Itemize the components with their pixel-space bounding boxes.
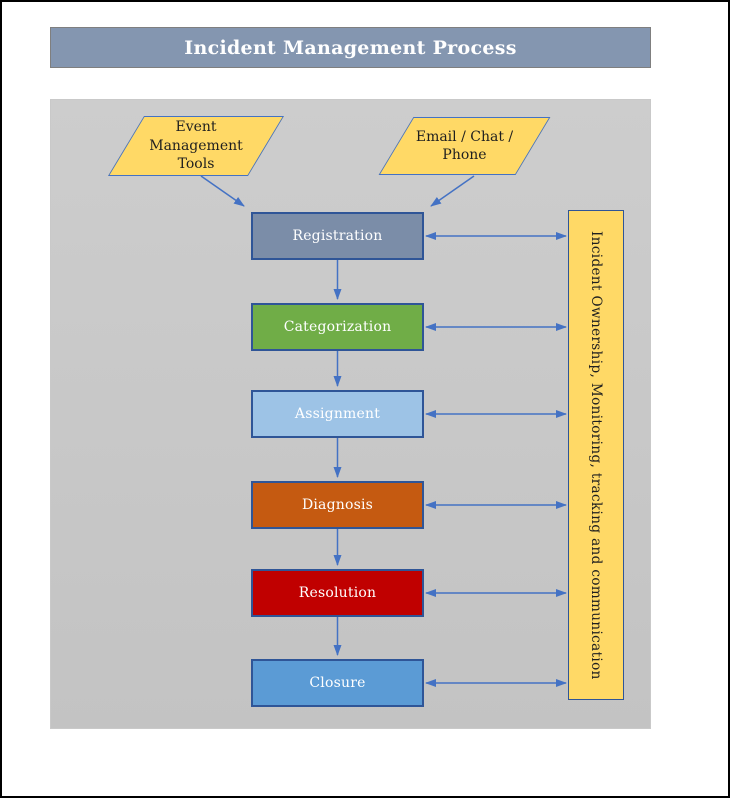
sidebar-ownership-monitoring: Incident Ownership, Monitoring, tracking… — [568, 210, 624, 700]
source-label-event-management-tools: Event Management Tools — [149, 119, 243, 173]
arrow-emt-to-registration — [200, 175, 245, 207]
step-categorization: Categorization — [251, 303, 424, 351]
step-registration: Registration — [251, 212, 424, 260]
diagram-title: Incident Management Process — [184, 36, 517, 59]
step-resolution: Resolution — [251, 569, 424, 617]
step-assignment: Assignment — [251, 390, 424, 438]
step-closure: Closure — [251, 659, 424, 707]
sidebar-label: Incident Ownership, Monitoring, tracking… — [588, 230, 604, 680]
diagram-title-bar: Incident Management Process — [50, 27, 651, 68]
source-label-email-chat-phone: Email / Chat / Phone — [415, 128, 514, 163]
flowchart-panel: Event Management Tools Email / Chat / Ph… — [50, 99, 651, 729]
step-diagnosis: Diagnosis — [251, 481, 424, 529]
arrow-ecp-to-registration — [430, 175, 475, 207]
